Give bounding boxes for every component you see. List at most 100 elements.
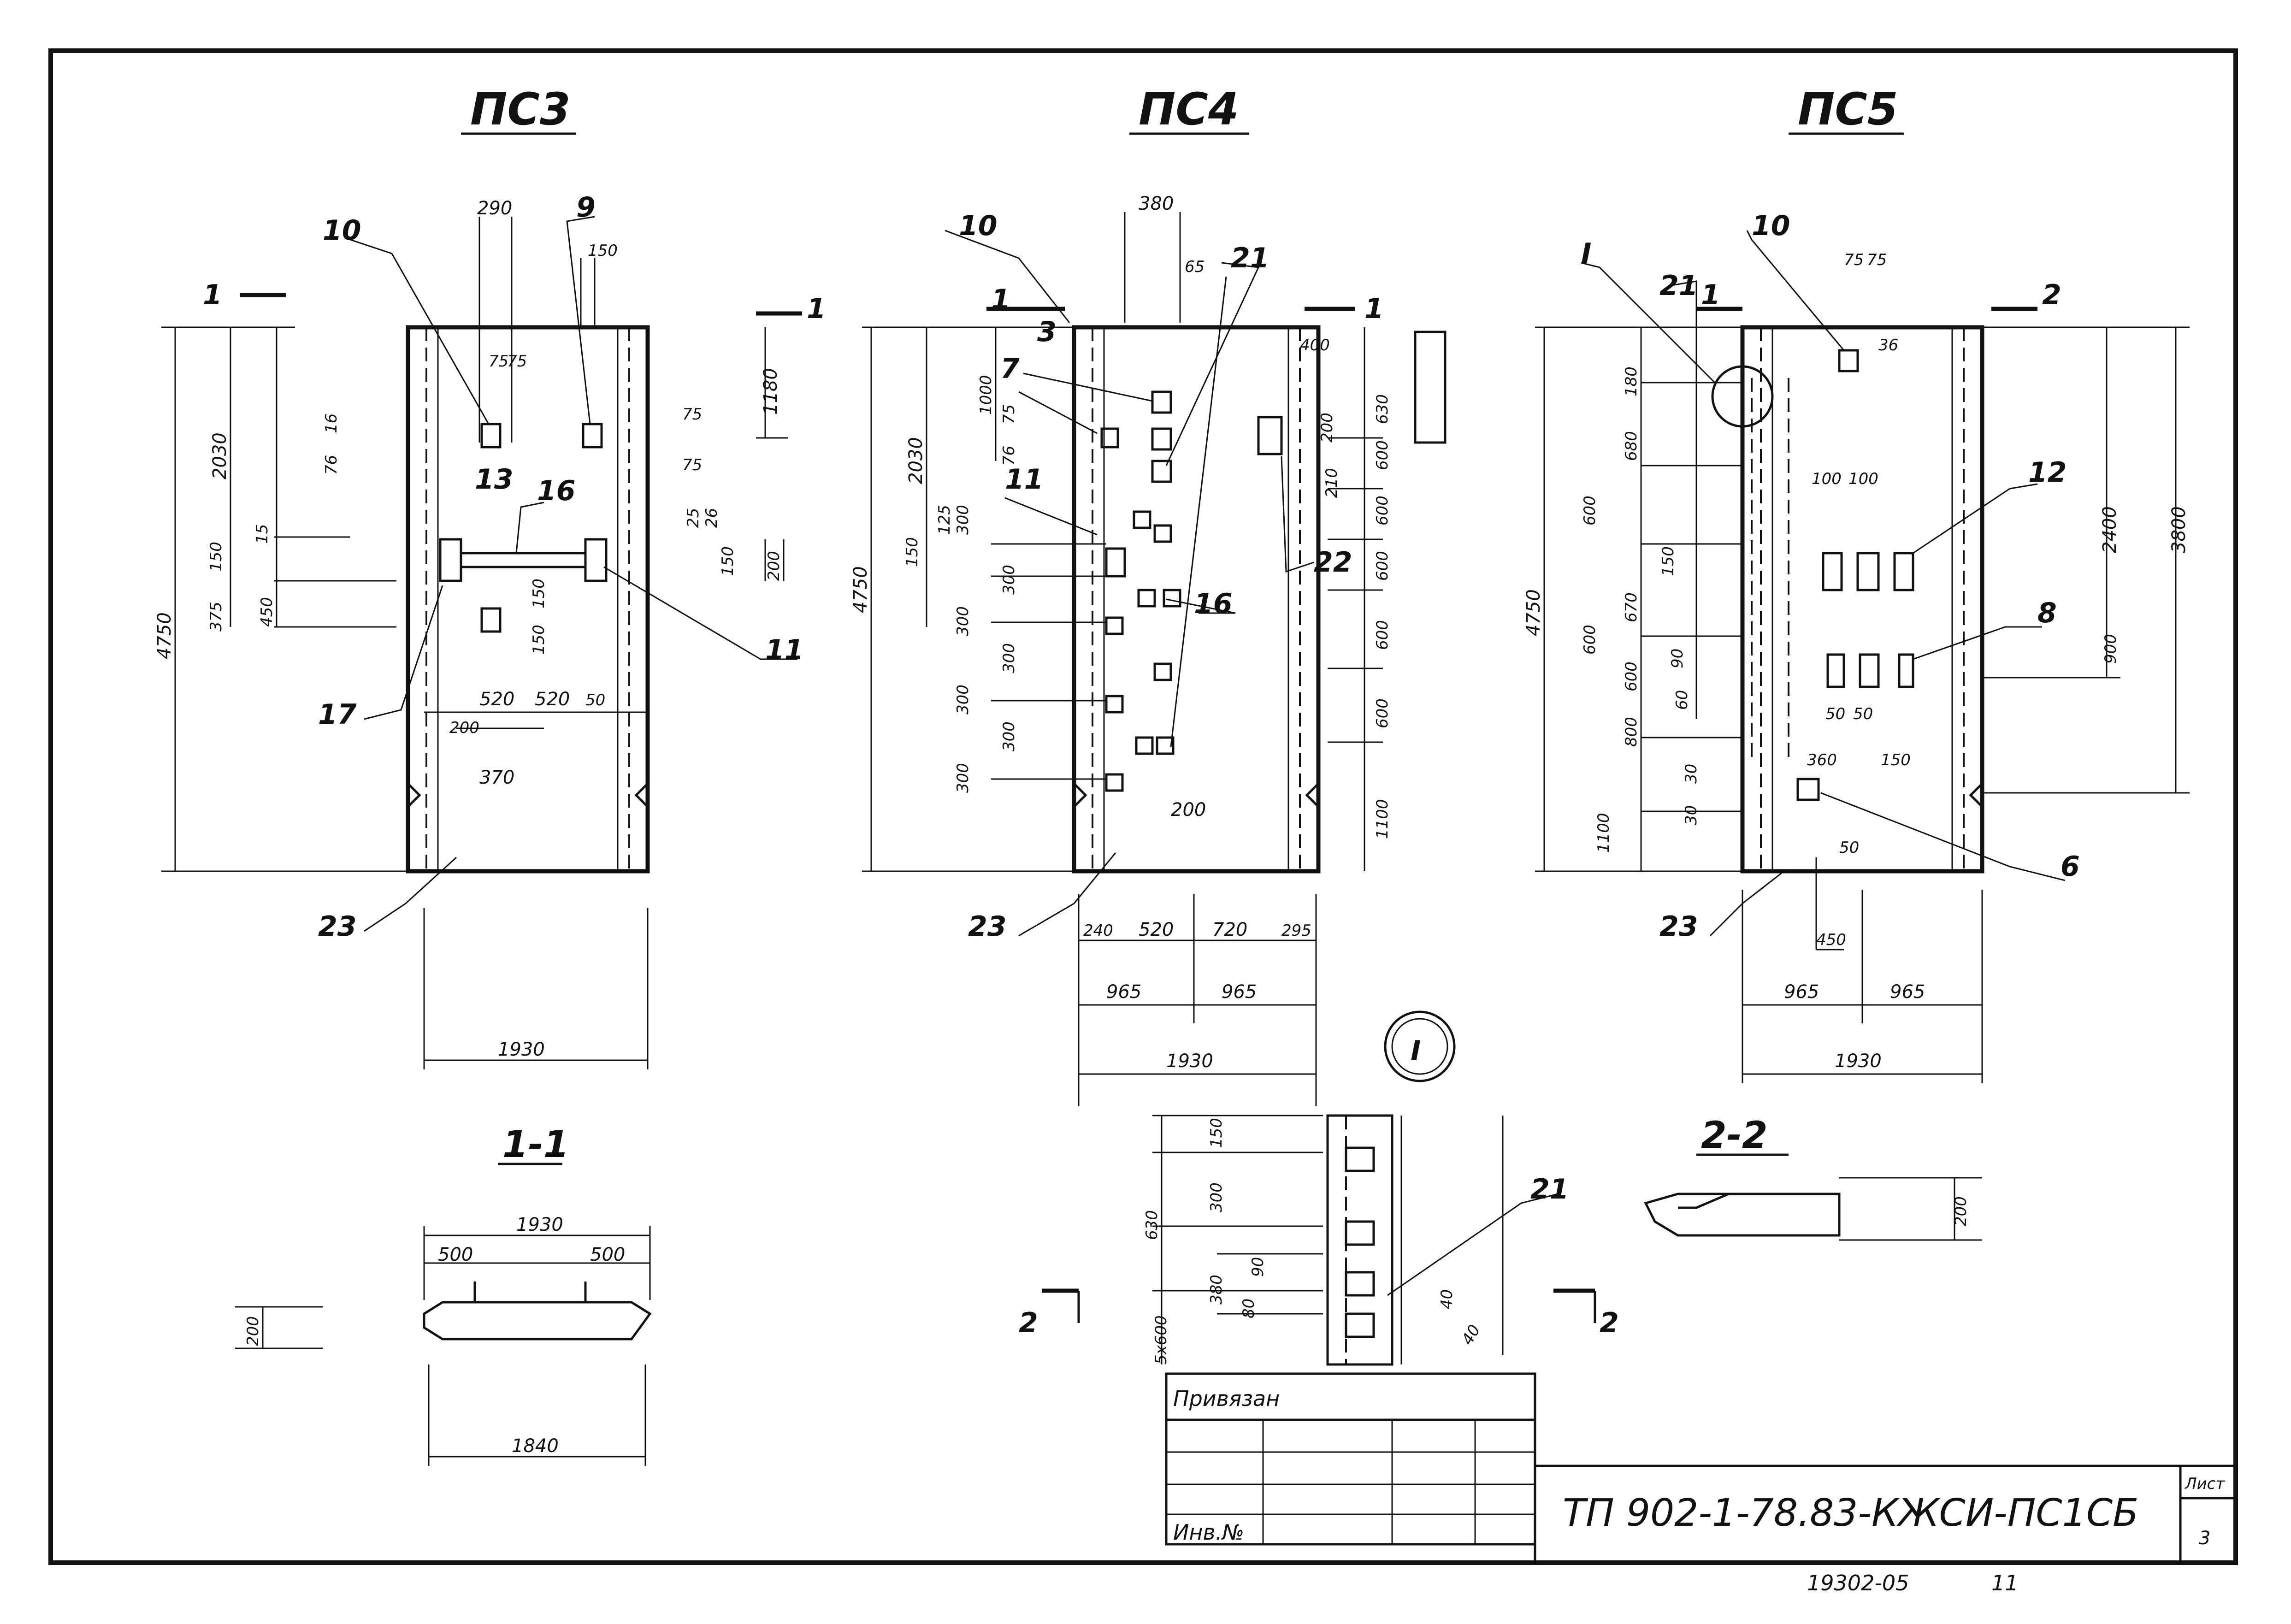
panel-pc4-dim-4750: 4750: [850, 566, 871, 613]
panel-pc5-plate-10: [1838, 349, 1859, 372]
section-1-1-dim-1840: 1840: [512, 1435, 559, 1457]
section-2-2: 2-2 200: [1644, 1114, 1982, 1241]
panel-pc4-dim-965a: 965: [1106, 981, 1141, 1003]
detail-I-dim-90: 90: [1249, 1257, 1267, 1277]
panel-pc3-call-23: 23: [318, 910, 357, 943]
panel-pc4-dim-2030: 2030: [905, 437, 927, 484]
panel-pc4-plate-11: [1105, 695, 1124, 714]
stamp-inv-label: Инв.№: [1173, 1520, 1244, 1545]
panel-pc4-plate-4: [1100, 427, 1119, 449]
panel-pc3-dim-16: 16: [322, 413, 341, 433]
section-1-1-dim-500: 500: [438, 1244, 473, 1265]
panel-pc4-dim-240: 240: [1083, 921, 1113, 940]
panel-pc5-call-12: 12: [2028, 456, 2067, 489]
panel-pc4-dim-65: 65: [1185, 258, 1205, 276]
section-1-1: 1-1 1930 500 500 1840 200: [235, 1123, 652, 1466]
panel-pc5-dim-2400: 2400: [2099, 506, 2120, 553]
panel-pc4-dim-965b: 965: [1222, 981, 1257, 1003]
panel-pc5-outline: [1740, 325, 1984, 874]
panel-pc5-dim-450: 450: [1816, 931, 1846, 949]
panel-pc5-call-10: 10: [1752, 210, 1790, 242]
panel-pc4-dim-600c: 600: [1373, 551, 1392, 581]
panel-pc4-dim-300e: 300: [954, 685, 972, 715]
panel-pc3-plate-9: [582, 423, 603, 449]
panel-pc5-dim-100b: 100: [1848, 470, 1878, 488]
panel-pc4-dim-1930: 1930: [1166, 1051, 1213, 1072]
panel-pc5-dim-1100: 1100: [1594, 813, 1613, 853]
panel-pc4-dim-300d: 300: [1000, 643, 1018, 673]
panel-pc3-dim-26: 26: [703, 508, 721, 528]
panel-pc3-dim-370: 370: [479, 767, 514, 788]
panel-pc5-dim-965b: 965: [1890, 981, 1925, 1003]
panel-pc3-outline: [406, 325, 650, 874]
section-1-1-dim-1930: 1930: [516, 1214, 563, 1235]
panel-pc3-dim-200: 200: [765, 551, 783, 581]
section-2-2-title: 2-2: [1701, 1114, 1768, 1157]
panel-pc4-plate-7: [1137, 589, 1156, 608]
panel-pc3-mark-right: 1: [807, 293, 826, 325]
panel-pc5-plate-12b: [1856, 552, 1880, 591]
panel-pc5-detail-circle: [1711, 365, 1774, 428]
panel-pc5-plate-8b: [1859, 653, 1880, 688]
panel-pc5-dim-100a: 100: [1812, 470, 1842, 488]
panel-pc3-part-11: [584, 538, 608, 582]
panel-pc5-call-8: 8: [2037, 597, 2057, 629]
panel-pc4-dim-210: 210: [1323, 468, 1341, 498]
panel-pc3-part-17: [439, 538, 462, 582]
panel-pc3-call-16: 16: [537, 475, 576, 507]
panel-pc4: ПС4: [850, 83, 1447, 1106]
panel-pc4-plate-6: [1153, 524, 1172, 543]
panel-pc5-call-21: 21: [1659, 270, 1698, 302]
panel-pc4-call-21: 21: [1231, 242, 1269, 274]
section-1-1-title: 1-1: [502, 1123, 569, 1166]
panel-pc5-plate-6: [1796, 778, 1820, 801]
panel-pc5-dim-3800: 3800: [2168, 506, 2190, 553]
panel-pc5-dim-50b: 50: [1853, 705, 1873, 723]
section-1-1-profile: [423, 1301, 652, 1341]
panel-pc4-dim-300g: 300: [954, 763, 972, 793]
panel-pc3-dim-375: 375: [207, 602, 225, 632]
panel-pc3-dim-50: 50: [585, 691, 605, 709]
panel-pc4-dim-1100: 1100: [1373, 799, 1392, 839]
panel-pc3-call-13: 13: [475, 463, 514, 496]
section-1-1-dim-200: 200: [244, 1316, 262, 1346]
detail-I-dim-40a: 40: [1438, 1289, 1456, 1309]
section-2-2-mark-left: 2: [1019, 1307, 1038, 1339]
panel-pc5-dim-180: 180: [1622, 366, 1641, 396]
detail-I-dim-300: 300: [1207, 1182, 1226, 1212]
panel-pc3-dim-520a: 520: [479, 689, 514, 710]
archive-number: 19302-05: [1807, 1571, 1909, 1595]
panel-pc4-dim-600a: 600: [1373, 440, 1392, 470]
panel-pc5-dim-30a: 30: [1682, 764, 1701, 784]
panel-pc3-dim-1930: 1930: [498, 1039, 545, 1060]
panel-pc3-call-11: 11: [765, 634, 804, 666]
panel-pc5-dim-50a: 50: [1825, 705, 1845, 723]
panel-pc4-mark-left: 1: [991, 283, 1010, 316]
panel-pc3-dim-150r: 150: [719, 546, 737, 576]
panel-pc4-dim-200: 200: [1318, 413, 1336, 443]
panel-pc3: ПС3: [154, 83, 826, 1069]
panel-pc4-plate-5: [1133, 510, 1151, 529]
panel-pc3-mark-left: 1: [203, 279, 222, 311]
panel-pc4-dim-380: 380: [1139, 193, 1174, 214]
panel-pc4-plate-13: [1156, 736, 1175, 755]
detail-I-dim-5x600: 5x600: [1152, 1315, 1170, 1364]
panel-pc5-dim-680: 680: [1622, 431, 1641, 461]
panel-pc3-plate-13: [480, 607, 502, 633]
panel-pc3-dim-2030: 2030: [209, 432, 230, 479]
panel-pc3-dim-150-top: 150: [588, 242, 618, 260]
detail-I-dim-40b: 40: [1458, 1322, 1484, 1348]
panel-pc5-dim-600b: 600: [1581, 625, 1599, 655]
panel-pc5-call-23: 23: [1659, 910, 1698, 943]
panel-pc3-call-9: 9: [576, 191, 596, 224]
panel-pc5-dim-75a: 75: [1844, 251, 1864, 269]
panel-pc4-dim-300f: 300: [1000, 721, 1018, 751]
panel-pc3-dim-75r2: 75: [682, 456, 702, 474]
panel-pc4-dim-1000: 1000: [977, 375, 995, 415]
panel-pc5-mark-left: 1: [1701, 279, 1720, 311]
panel-pc4-dim-600e: 600: [1373, 698, 1392, 728]
title-block: Привязан Инв.№ ТП 902-1-78.83-КЖСИ-ПС1СБ…: [1165, 1372, 2237, 1595]
panel-pc5-dim-150m: 150: [1881, 751, 1911, 769]
panel-pc3-dim-520b: 520: [535, 689, 570, 710]
